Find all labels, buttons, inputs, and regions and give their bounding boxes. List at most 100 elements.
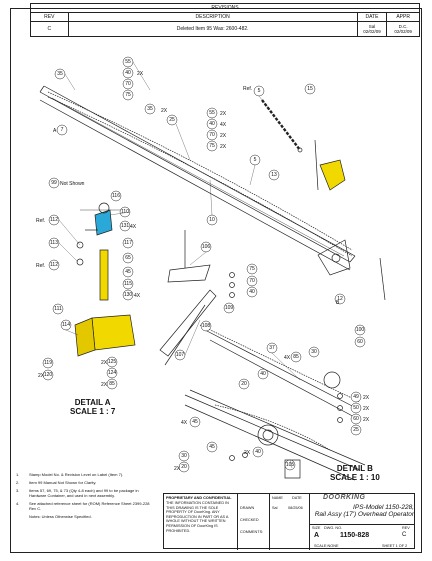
balloon-111: 111 — [54, 306, 62, 312]
balloon-117: 117 — [124, 240, 132, 246]
comments-label: COMMENTS: — [240, 530, 264, 534]
balloon-70b: 70 — [209, 132, 215, 138]
ref-label-c: Ref. — [243, 86, 252, 92]
dwg-label: DWG. NO. — [324, 526, 343, 530]
balloon-105: 105 — [286, 462, 295, 468]
name-label: NAME — [272, 496, 283, 500]
balloon-116: 116 — [112, 193, 120, 199]
balloon-110: 110 — [121, 209, 129, 215]
rev-header: REV — [31, 13, 69, 21]
balloon-75c: 75 — [249, 266, 255, 272]
qty-2x-l: 2X — [174, 466, 181, 472]
revisions-table: REVISIONS REV DESCRIPTION DATE APPR C De… — [30, 3, 420, 37]
detail-a-label: DETAIL A SCALE 1 : 7 — [70, 398, 115, 416]
balloon-108: 108 — [202, 323, 211, 329]
detail-a-title: DETAIL A — [74, 398, 111, 407]
title-line1: IPS-Model 1150-228, — [353, 504, 414, 511]
callout-b: B — [336, 300, 340, 306]
balloon-30b: 30 — [181, 453, 187, 459]
balloon-113: 113 — [50, 240, 58, 246]
balloon-70a: 70 — [125, 81, 131, 87]
balloon-60a: 60 — [357, 339, 363, 345]
rev-appr-bottom: 02/02/09 — [394, 29, 412, 34]
checked-label: CHECKED — [240, 518, 259, 522]
proprietary-box: PROPRIETARY AND CONFIDENTIAL THE INFORMA… — [164, 494, 238, 550]
appr-header: APPR — [396, 14, 410, 20]
note-text: Stamp Model No. & Revision Level on Labe… — [29, 472, 124, 477]
note-text: Notes: Unless Otherwise Specified. — [29, 514, 92, 519]
balloon-131: 131 — [121, 223, 130, 229]
revisions-title: REVISIONS — [31, 4, 419, 13]
balloon-50: 50 — [353, 405, 359, 411]
balloon-75b: 75 — [209, 143, 215, 149]
note-number: 3. — [16, 488, 20, 493]
note-number: 4. — [16, 501, 20, 506]
balloon-37: 37 — [269, 345, 275, 351]
qty-2x-k: 2X — [363, 417, 370, 423]
balloon-45b: 45 — [192, 419, 198, 425]
balloon-106: 106 — [202, 244, 211, 250]
rev-appr-top: D.C. — [398, 24, 408, 29]
rev-label: REV — [402, 526, 410, 530]
balloon-107: 107 — [176, 352, 185, 358]
balloon-100: 100 — [356, 327, 365, 333]
qty-2x-h: 2X — [101, 382, 108, 388]
balloon-25: 25 — [169, 117, 175, 123]
date-header: DATE — [358, 13, 388, 21]
balloon-130: 130 — [124, 292, 133, 298]
note-item: 1.Stamp Model No. & Revision Level on La… — [16, 472, 151, 477]
balloon-35a: 35 — [57, 71, 63, 77]
balloon-5a: 5 — [258, 88, 261, 94]
note-item: Notes: Unless Otherwise Specified. — [16, 514, 151, 519]
balloon-30a: 30 — [311, 349, 317, 355]
note-item: 4.See attached reference sheet for (ROM)… — [16, 501, 151, 511]
balloon-20a: 20 — [241, 381, 247, 387]
doorking-logo: DOORKING — [323, 494, 366, 501]
proprietary-text: THE INFORMATION CONTAINED IN THIS DRAWIN… — [166, 501, 229, 533]
rev-appr: D.C.02/02/09 — [387, 22, 419, 36]
detail-b-scale: SCALE 1 : 10 — [330, 473, 380, 482]
balloon-40a: 40 — [125, 70, 131, 76]
rev-date-top: Sal — [368, 24, 376, 29]
qty-2x-e: 2X — [220, 144, 227, 150]
balloon-49: 49 — [353, 394, 359, 400]
drawn-name: Sal — [272, 506, 278, 510]
drawing-notes: 1.Stamp Model No. & Revision Level on La… — [16, 472, 151, 522]
qty-4x-a: 4X — [220, 122, 227, 128]
not-shown-label: Not Shown — [60, 181, 85, 187]
qty-4x-e: 4X — [181, 420, 188, 426]
detail-b-label: DETAIL B SCALE 1 : 10 — [330, 464, 380, 482]
proprietary-title: PROPRIETARY AND CONFIDENTIAL — [166, 496, 232, 500]
note-text: Items 57, 69, 75, & 73 (Qty 4-8 each) an… — [29, 488, 139, 498]
description-header: DESCRIPTION — [69, 13, 358, 21]
detail-a-scale: SCALE 1 : 7 — [70, 407, 116, 416]
qty-4x-b: 4X — [130, 224, 137, 230]
note-number: 2. — [16, 480, 20, 485]
balloon-120: 120 — [44, 372, 53, 378]
balloon-112b: 112 — [50, 262, 58, 268]
ref-label-b: Ref. — [36, 263, 45, 269]
balloon-75a: 75 — [125, 92, 131, 98]
balloon-125: 125 — [108, 359, 117, 365]
scale-label: SCALE:NONE — [314, 544, 339, 548]
balloon-119: 119 — [44, 360, 52, 366]
drawn-label: DRAWN — [240, 506, 255, 510]
drawing-title: IPS-Model 1150-228, Rail Assy (17') Over… — [310, 504, 414, 518]
date-label: DATE — [292, 496, 302, 500]
note-number — [16, 514, 26, 519]
balloon-109: 109 — [225, 305, 234, 311]
qty-2x-c: 2X — [220, 111, 227, 117]
balloon-40e: 40 — [255, 449, 261, 455]
balloon-55b: 55 — [209, 110, 215, 116]
dwg-number: 1150-828 — [340, 532, 370, 539]
size-dwg-box: SIZE DWG. NO. REV A 1150-828 C — [310, 524, 414, 542]
detail-b-title: DETAIL B — [336, 464, 373, 473]
qty-4x-d: 4X — [284, 355, 291, 361]
balloon-5b: 5 — [254, 157, 257, 163]
size-label: SIZE — [312, 526, 321, 530]
balloon-55a: 55 — [125, 59, 131, 65]
title-line2: Rail Assy (17') Overhead Operator — [314, 511, 414, 518]
balloon-70c: 70 — [249, 278, 255, 284]
